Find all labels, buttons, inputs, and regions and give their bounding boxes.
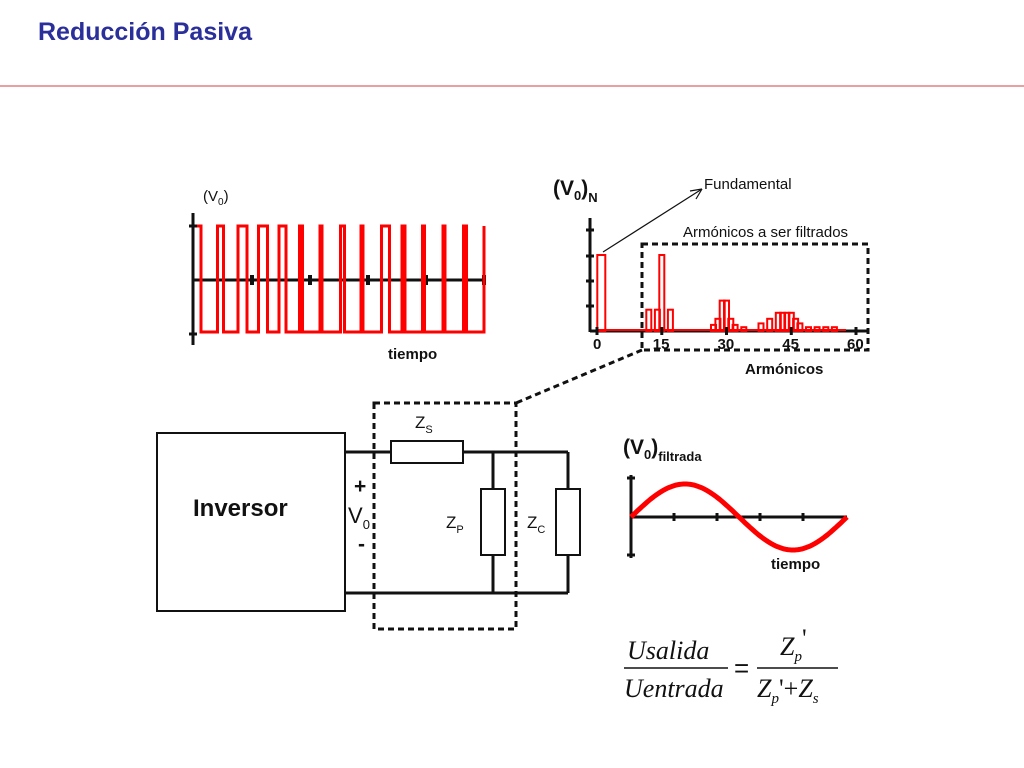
inverter-block bbox=[156, 432, 346, 612]
filtered-sine-wave bbox=[629, 481, 849, 553]
zp-impedance bbox=[480, 488, 506, 556]
dashed-connector bbox=[515, 348, 643, 405]
spectrum-y-ticks bbox=[586, 228, 594, 308]
filtered-ylabel: (V0)filtrada bbox=[623, 436, 702, 464]
fundamental-label: Fundamental bbox=[704, 176, 792, 193]
spectrum-bar bbox=[666, 308, 674, 333]
zp-label: ZP bbox=[446, 513, 464, 536]
plus-sign: + bbox=[354, 475, 366, 498]
filtered-xlabel: tiempo bbox=[771, 556, 820, 573]
fundamental-arrow-head bbox=[689, 188, 703, 200]
slide-title: Reducción Pasiva bbox=[38, 18, 252, 46]
formula-equals: = bbox=[734, 653, 749, 683]
circuit: Inversor + V0 - ZS ZP ZC bbox=[156, 401, 581, 631]
filter-dashed-box bbox=[372, 401, 518, 631]
formula-numerator-right: Zp' bbox=[780, 624, 807, 665]
v0-label: V0 bbox=[348, 503, 370, 532]
pwm-ylabel: (V0) bbox=[203, 188, 229, 208]
zs-label: ZS bbox=[415, 413, 433, 436]
spectrum-bars bbox=[596, 254, 846, 333]
filtered-plot: (V0)filtrada tiempo bbox=[623, 436, 849, 573]
zs-impedance bbox=[390, 440, 464, 464]
filtered-ticks bbox=[627, 476, 805, 557]
formula-numerator-left: Usalida bbox=[627, 636, 709, 665]
pwm-xlabel: tiempo bbox=[388, 346, 437, 363]
inverter-label: Inversor bbox=[193, 495, 288, 522]
pwm-y-ticks bbox=[189, 224, 197, 336]
spectrum-tick-label: 30 bbox=[718, 336, 735, 353]
title-divider bbox=[0, 85, 1024, 87]
spectrum-xlabel: Armónicos bbox=[745, 361, 823, 378]
minus-sign: - bbox=[358, 533, 365, 556]
harmonics-dashed-box bbox=[640, 242, 870, 352]
formula-denominator-right: Zp'+Zs bbox=[757, 674, 819, 707]
spectrum-bar bbox=[645, 308, 653, 333]
transfer-formula: Usalida Uentrada = Zp' Zp'+Zs bbox=[624, 624, 838, 707]
zc-impedance bbox=[555, 488, 581, 556]
spectrum-bar bbox=[596, 254, 607, 332]
fundamental-arrow bbox=[602, 188, 703, 253]
zc-label: ZC bbox=[527, 513, 545, 536]
pwm-plot: (V0) tiempo bbox=[189, 188, 486, 363]
spectrum-tick-label: 0 bbox=[593, 336, 601, 353]
harmonics-to-filter-label: Armónicos a ser filtrados bbox=[683, 224, 848, 241]
spectrum-bar bbox=[658, 254, 666, 332]
pwm-waveform bbox=[197, 224, 486, 334]
formula-denominator-left: Uentrada bbox=[624, 674, 724, 703]
spectrum-ylabel: (V0)N bbox=[553, 177, 598, 205]
